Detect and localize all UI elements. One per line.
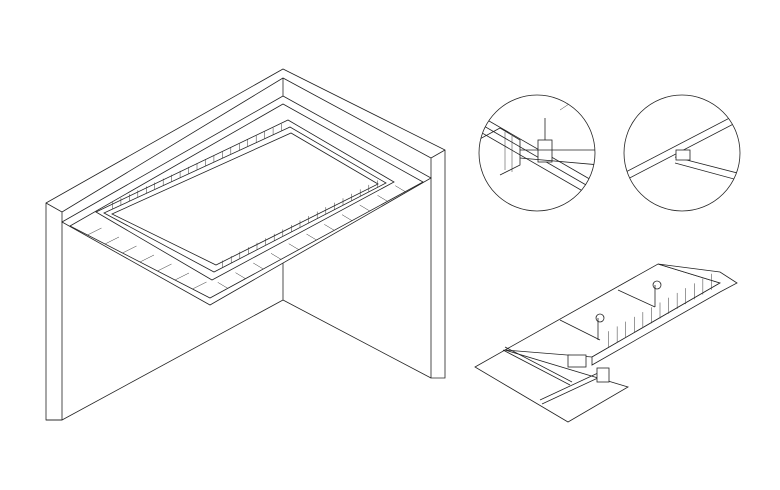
detail-circle-right	[623, 94, 741, 212]
frame-tick	[122, 245, 137, 254]
frame-tick	[87, 227, 102, 236]
frame-tick	[395, 185, 406, 192]
frame-tick	[288, 243, 299, 250]
frame-tick	[104, 236, 120, 245]
frame-tick	[306, 233, 317, 241]
frame-tick	[253, 262, 264, 270]
frame-tick	[324, 224, 335, 231]
exploded-assembly	[474, 263, 738, 423]
frame-tick	[341, 214, 353, 221]
frame-tick	[139, 254, 155, 263]
frame-tick	[377, 195, 388, 202]
channel-ribs	[608, 273, 712, 348]
frame-tick	[192, 281, 207, 290]
ceiling-frame	[61, 95, 432, 306]
frame-tick	[270, 253, 282, 260]
frame-tick	[217, 282, 228, 289]
frame-hangers	[87, 123, 406, 290]
frame-tick	[235, 272, 246, 279]
frame-tick	[174, 272, 190, 281]
detail-circle-left	[478, 94, 596, 212]
frame-tick	[157, 263, 172, 272]
frame-tick	[359, 204, 370, 212]
